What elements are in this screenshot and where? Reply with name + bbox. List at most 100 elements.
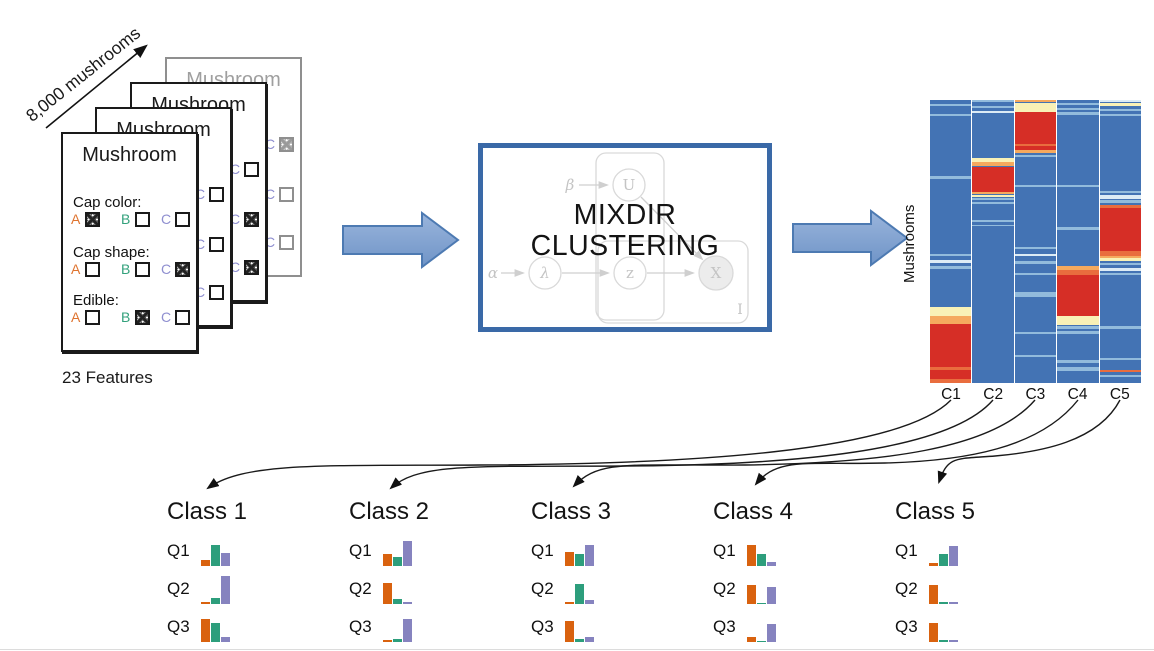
heatmap-segment [930,260,972,263]
question-row: Q2 [713,574,863,604]
mini-bar [747,584,756,604]
checkbox [135,212,150,227]
option-letter-c: C [195,284,206,300]
heatmap-segment [1057,112,1099,115]
heatmap-segment [972,224,1014,227]
heatmap-segment [1099,208,1142,252]
question-label: Edible: [73,292,119,309]
flow-arrow-to-heatmap [792,209,909,267]
option-letter-a: A [71,309,81,325]
mini-bar [211,545,220,566]
heatmap-segment [930,113,972,116]
heatmap-segment [972,194,1014,198]
option-letter-c: C [161,261,172,277]
heatmap-segment [930,378,972,383]
mini-bar [747,545,756,566]
mini-bar [575,639,584,642]
heatmap-segment [1014,184,1057,188]
label-x: X [711,264,722,282]
mini-bar [221,636,230,642]
mini-bar [747,636,756,642]
mini-bar-chart [929,536,959,566]
heatmap-column-c2 [972,100,1014,383]
heatmap-segment [930,367,972,371]
heatmap-segment [1057,326,1099,329]
flow-arrow-to-clustering [342,211,460,269]
graphical-model: β U α λ z X I [488,152,749,324]
question-row-label: Q1 [713,541,736,560]
heatmap-segment [930,306,972,316]
heatmap-segment [930,370,972,379]
option-letter-b: B [121,211,131,227]
heatmap-column-c4 [1057,100,1099,383]
checkbox-checked [244,260,259,275]
heatmap-column-c3 [1014,100,1057,383]
heatmap-segment [1014,272,1057,275]
checkbox [135,262,150,277]
mini-bar [221,576,230,604]
mini-bar [949,602,958,604]
option-letter-c: C [230,211,241,227]
model-plate-k [595,152,665,321]
mini-bar [565,621,574,642]
question-row-label: Q1 [531,541,554,560]
question-row: Q1 [895,536,1045,566]
cluster-arrow-c5-to-class5 [937,399,1121,484]
mini-bar [403,618,412,642]
mini-bar-chart [747,574,777,604]
heatmap-segment [1014,247,1057,250]
question-row-label: Q1 [349,541,372,560]
question-row-label: Q3 [349,617,372,636]
option-letter-c: C [195,236,206,252]
checkbox-checked [279,137,294,152]
heatmap-segment [1014,103,1057,112]
heatmap-segment [972,197,1014,200]
heatmap-segment [1099,268,1142,271]
heatmap-segment [1057,269,1099,276]
heatmap-segment [1099,190,1142,193]
node-x [698,255,734,291]
option-letter-c: C [230,259,241,275]
mini-bar [585,545,594,566]
node-z [613,256,647,290]
heatmap-segment [1099,375,1142,378]
question-row-label: Q2 [895,579,918,598]
heatmap-segment [930,323,972,368]
checkbox-checked [244,212,259,227]
question-row-label: Q3 [713,617,736,636]
heatmap-segment [972,191,1014,195]
heatmap-segment [930,315,972,324]
checkbox [209,285,224,300]
heatmap-segment [1014,111,1057,144]
question-row: Q2 [349,574,499,604]
heatmap-segment [1099,255,1142,259]
heatmap-segment [1099,262,1142,265]
mini-bar [929,622,938,642]
mini-bar-chart [201,536,231,566]
question-label: Cap color: [73,194,142,211]
heatmap-segment [1099,251,1142,256]
mini-bar [585,599,594,604]
mini-bar [211,598,220,604]
question-row: Q2 [895,574,1045,604]
checkbox-checked [85,212,100,227]
heatmap-segment [930,266,972,269]
heatmap-segment [1014,155,1057,158]
question-row: Q1 [713,536,863,566]
mini-bar-chart [565,574,595,604]
mini-bar [565,602,574,604]
mini-bar [393,638,402,642]
option-letter-c: C [265,186,276,202]
heatmap-y-axis-label: Mushrooms [901,204,918,283]
mini-bar [403,601,412,604]
heatmap-segment [972,166,1014,192]
cluster-heatmap [930,100,1142,383]
question-row-label: Q2 [349,579,372,598]
question-row: Q1 [531,536,681,566]
option-letter-c: C [161,309,172,325]
cluster-arrow-c3-to-class3 [572,399,1036,488]
